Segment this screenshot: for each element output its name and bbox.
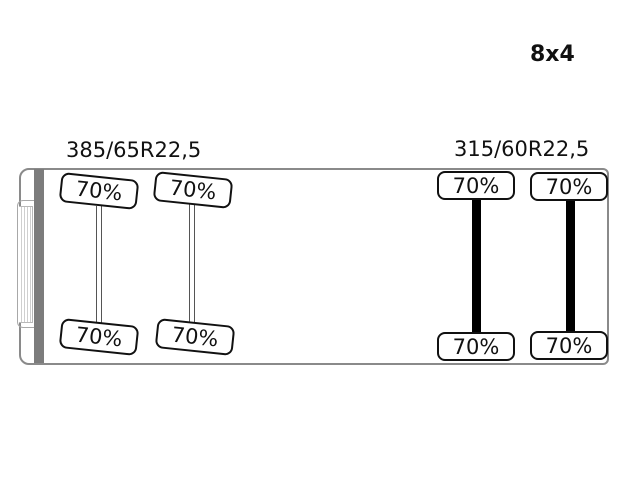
front-tire-size-label: 315/60R22,5 xyxy=(454,137,590,161)
rear-axle-1 xyxy=(96,206,102,326)
tire-front-axle-2-top[interactable]: 70% xyxy=(530,172,608,201)
front-axle-2 xyxy=(566,198,575,332)
rear-tire-size-label: 385/65R22,5 xyxy=(66,138,202,162)
rear-axle-2 xyxy=(189,204,195,324)
front-bumper xyxy=(34,169,44,363)
tire-front-axle-2-bottom[interactable]: 70% xyxy=(530,331,608,360)
front-grille xyxy=(19,206,33,323)
front-axle-1 xyxy=(472,198,481,332)
tire-front-axle-1-bottom[interactable]: 70% xyxy=(437,332,515,361)
tire-front-axle-1-top[interactable]: 70% xyxy=(437,171,515,200)
axle-configuration-label: 8x4 xyxy=(530,42,575,67)
